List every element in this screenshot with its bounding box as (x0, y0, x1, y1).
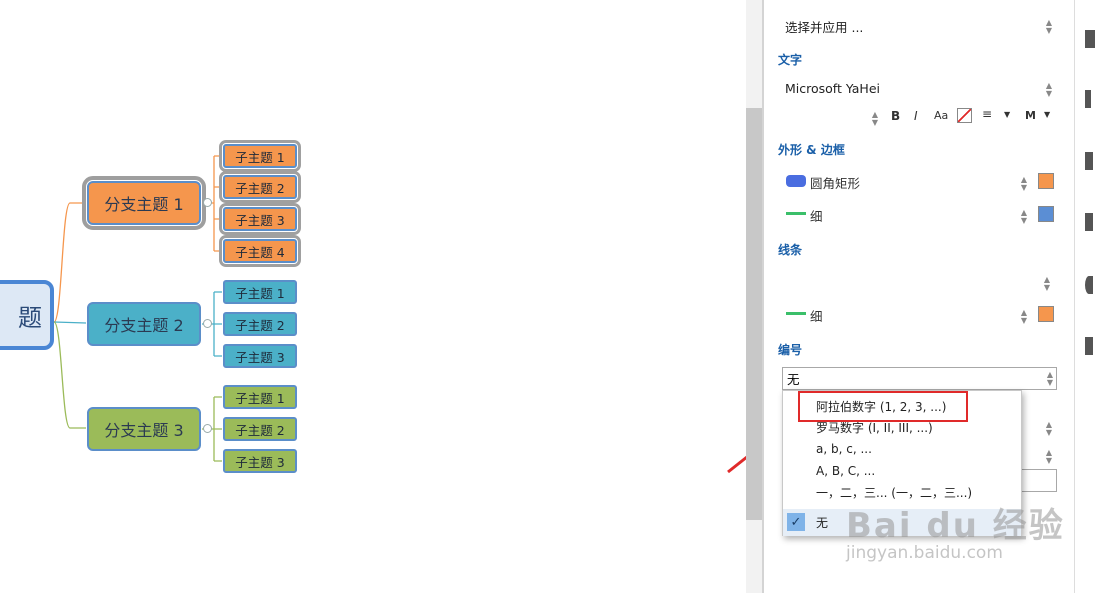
panel-divider (762, 0, 764, 593)
subtopic-3-2[interactable]: 子主题 2 (223, 417, 297, 441)
menu-item-lower-alpha[interactable]: a, b, c, ... (816, 442, 872, 456)
chart-icon[interactable] (1085, 152, 1093, 170)
subtopic-1-2[interactable]: 子主题 2 (219, 171, 301, 203)
select-arrows-icon[interactable]: ▲▼ (1020, 175, 1028, 192)
rounded-rect-shape-icon (786, 175, 806, 187)
branch-topic-2[interactable]: 分支主题 2 (87, 302, 201, 346)
font-family-select[interactable]: Microsoft YaHei (778, 75, 1058, 101)
branch-topic-3[interactable]: 分支主题 3 (87, 407, 201, 451)
line-weight-value[interactable]: 细 (810, 309, 823, 324)
numbering-value: 无 (787, 372, 800, 387)
italic-button[interactable]: I (914, 109, 918, 123)
watermark-url: jingyan.baidu.com (846, 543, 1003, 563)
subtopic-2-3[interactable]: 子主题 3 (223, 344, 297, 368)
select-arrows-icon[interactable]: ▲▼ (1045, 18, 1053, 35)
select-arrows-icon[interactable]: ▲▼ (1045, 448, 1053, 465)
menu-item-chinese[interactable]: 一，二，三... (一，二，三...) (816, 485, 973, 500)
comment-icon[interactable] (1085, 276, 1093, 294)
text-size-button[interactable]: M (1025, 109, 1036, 122)
flag-icon[interactable] (1085, 90, 1091, 108)
select-arrows-icon[interactable]: ▲▼ (1020, 208, 1028, 225)
line-style-arrows-icon[interactable]: ▲▼ (1043, 275, 1051, 292)
shape-border-section-title: 外形 & 边框 (778, 143, 845, 157)
right-toolbar (1074, 0, 1102, 593)
line-weight-icon (786, 312, 806, 315)
select-arrows-icon[interactable]: ▲▼ (1045, 420, 1053, 437)
menu-item-none-label: 无 (816, 516, 829, 530)
subtopic-1-1[interactable]: 子主题 1 (219, 140, 301, 172)
task-icon[interactable] (1085, 337, 1093, 355)
image-icon[interactable] (1085, 30, 1095, 48)
menu-item-roman[interactable]: 罗马数字 (I, II, III, ...) (816, 420, 933, 435)
subtopic-3-3[interactable]: 子主题 3 (223, 449, 297, 473)
highlight-box (798, 391, 968, 422)
connector-lines (53, 155, 222, 462)
bold-button[interactable]: B (891, 109, 901, 123)
subtopic-1-3[interactable]: 子主题 3 (219, 203, 301, 235)
collapse-toggle-icon[interactable] (203, 319, 212, 328)
mindmap-canvas[interactable]: 题 分支主题 1 子主题 1 子主题 2 子主题 3 子主题 4 分支主题 2 … (0, 0, 794, 593)
menu-item-none[interactable]: ✓ 无 (783, 509, 1021, 536)
line-color-swatch[interactable] (1038, 306, 1054, 322)
subtopic-1-4[interactable]: 子主题 4 (219, 235, 301, 267)
apply-style-select[interactable]: 选择并应用 ... (778, 13, 1058, 39)
subtopic-3-1[interactable]: 子主题 1 (223, 385, 297, 409)
checkmark-icon: ✓ (787, 513, 805, 531)
border-line-icon (786, 212, 806, 215)
vertical-scrollbar[interactable] (746, 0, 762, 593)
text-case-button[interactable]: Aa (934, 109, 949, 122)
border-weight-value[interactable]: 细 (810, 209, 823, 224)
dropdown-arrow-icon[interactable]: ▼ (1044, 110, 1051, 119)
collapse-toggle-icon[interactable] (203, 198, 212, 207)
collapse-toggle-icon[interactable] (203, 424, 212, 433)
hidden-input-field[interactable] (1020, 469, 1057, 492)
numbering-select[interactable]: 无 ▲▼ (782, 367, 1057, 390)
select-arrows-icon[interactable]: ▲▼ (1045, 81, 1053, 98)
align-left-icon[interactable]: ≡ (982, 107, 993, 121)
text-section-title: 文字 (778, 53, 803, 67)
numbering-section-title: 编号 (778, 343, 803, 357)
central-topic[interactable]: 题 (0, 280, 54, 350)
apply-style-value: 选择并应用 ... (785, 19, 864, 35)
shape-value[interactable]: 圆角矩形 (810, 176, 861, 191)
font-family-value: Microsoft YaHei (785, 80, 880, 96)
scrollbar-thumb[interactable] (746, 108, 762, 520)
select-arrows-icon[interactable]: ▲▼ (1020, 308, 1028, 325)
menu-item-arabic[interactable]: 阿拉伯数字 (1, 2, 3, ...) (816, 399, 947, 414)
note-icon[interactable] (1085, 213, 1093, 231)
text-color-icon[interactable] (957, 108, 972, 123)
subtopic-2-2[interactable]: 子主题 2 (223, 312, 297, 336)
font-size-stepper[interactable]: ▲▼ (871, 110, 879, 127)
dropdown-arrow-icon[interactable]: ▼ (1004, 110, 1011, 119)
branch-topic-1[interactable]: 分支主题 1 (82, 176, 206, 230)
border-color-swatch[interactable] (1038, 206, 1054, 222)
fill-color-swatch[interactable] (1038, 173, 1054, 189)
subtopic-2-1[interactable]: 子主题 1 (223, 280, 297, 304)
select-arrows-icon[interactable]: ▲▼ (1046, 370, 1053, 387)
watermark-logo: Bai du 经验 (846, 506, 1065, 546)
menu-item-upper-alpha[interactable]: A, B, C, ... (816, 464, 876, 478)
line-section-title: 线条 (778, 243, 803, 257)
numbering-dropdown-menu: 阿拉伯数字 (1, 2, 3, ...) 罗马数字 (I, II, III, .… (782, 390, 1022, 536)
